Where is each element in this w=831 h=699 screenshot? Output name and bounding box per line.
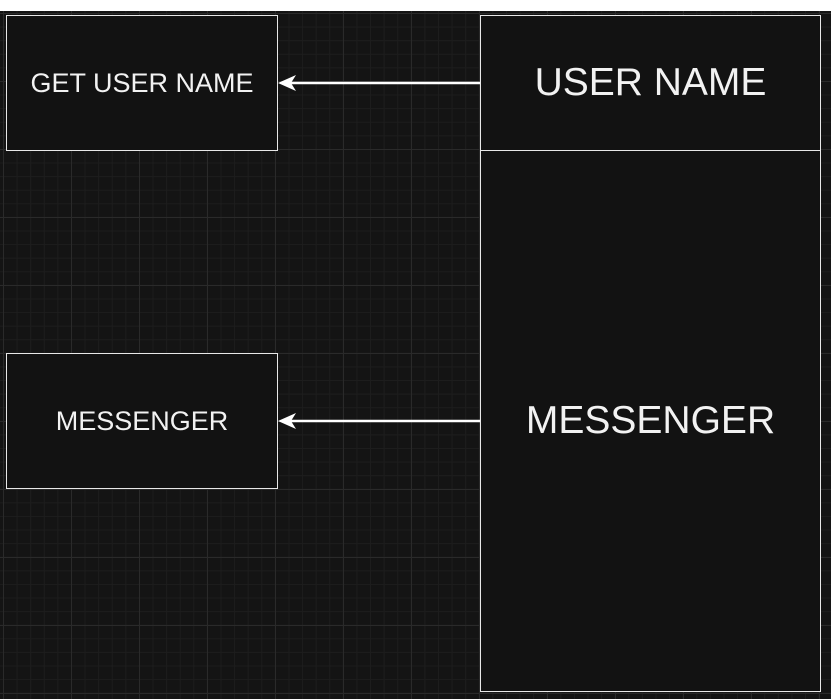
user-name-label: USER NAME bbox=[534, 61, 767, 104]
arrow-user-name-to-get-user-name[interactable] bbox=[278, 75, 480, 91]
arrow-head bbox=[278, 413, 296, 429]
messenger-source-box[interactable]: MESSENGER bbox=[480, 150, 821, 692]
messenger-target-box[interactable]: MESSENGER bbox=[6, 353, 278, 489]
get-user-name-box[interactable]: GET USER NAME bbox=[6, 15, 278, 151]
arrow-messenger-to-messenger[interactable] bbox=[278, 413, 480, 429]
arrow-head bbox=[278, 75, 296, 91]
top-border-strip bbox=[0, 0, 831, 11]
messenger-source-label: MESSENGER bbox=[525, 399, 776, 442]
messenger-target-label: MESSENGER bbox=[55, 405, 229, 436]
user-name-box[interactable]: USER NAME bbox=[480, 15, 821, 151]
get-user-name-label: GET USER NAME bbox=[30, 67, 254, 98]
